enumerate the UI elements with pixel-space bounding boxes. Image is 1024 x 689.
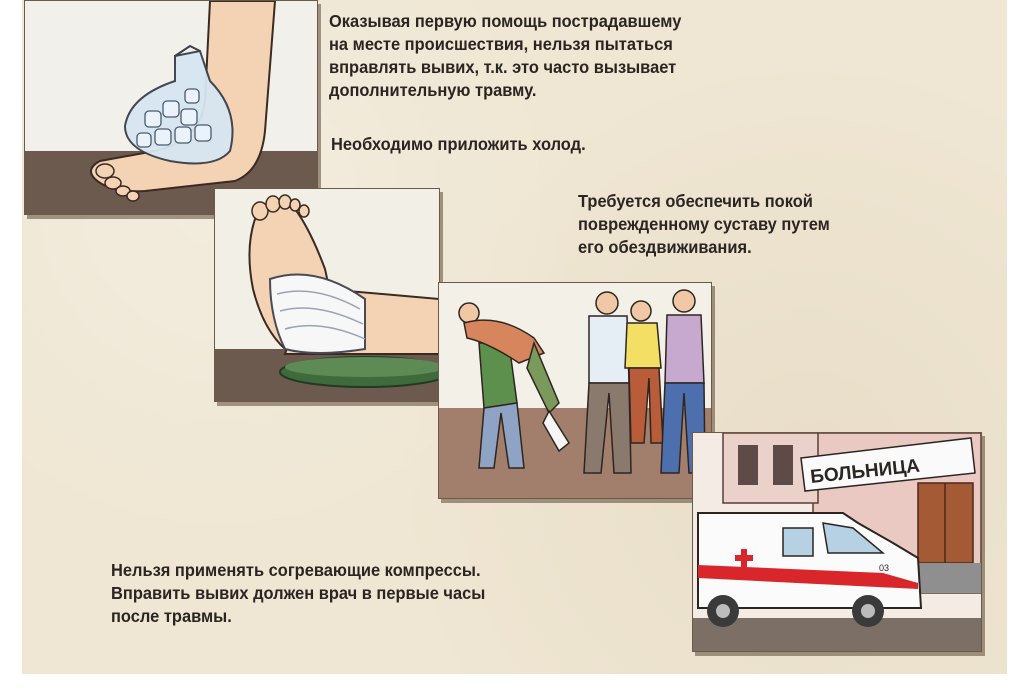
apply-cold-text: Необходимо приложить холод. — [331, 133, 586, 156]
immobilization-line-2: поврежденному суставу путем — [578, 214, 830, 234]
cold-line: Необходимо приложить холод. — [331, 134, 586, 154]
immobilization-line-1: Требуется обеспечить покой — [578, 191, 813, 211]
carrying-victim-illustration — [439, 283, 711, 498]
no-warm-compress-text: Нельзя применять согревающие компрессы. … — [111, 559, 485, 628]
bandaged-ankle-illustration — [215, 189, 439, 401]
compress-line-3: после травмы. — [111, 606, 232, 626]
compress-line-1: Нельзя применять согревающие компрессы. — [111, 560, 481, 580]
panel-hospital: БОЛЬНИЦА 03 — [692, 432, 982, 652]
immobilization-line-3: его обездвиживания. — [578, 237, 752, 257]
hospital-ambulance-illustration: БОЛЬНИЦА 03 — [693, 433, 981, 651]
first-aid-warning-text: Оказывая первую помощь пострадавшему на … — [329, 10, 681, 102]
warning-line-1: Оказывая первую помощь пострадавшему — [329, 11, 682, 31]
warning-line-4: дополнительную травму. — [329, 80, 537, 100]
panel-ice-pack — [24, 0, 318, 215]
immobilization-text: Требуется обеспечить покой поврежденному… — [578, 190, 830, 259]
panel-transport — [438, 282, 712, 499]
warning-line-2: на месте происшествия, нельзя пытаться — [329, 34, 673, 54]
ambulance-number: 03 — [879, 563, 889, 573]
panel-immobilization — [214, 188, 440, 402]
compress-line-2: Вправить вывих должен врач в первые часы — [111, 583, 486, 603]
warning-line-3: вправлять вывих, т.к. это часто вызывает — [329, 57, 677, 77]
foot-ice-illustration — [25, 1, 317, 214]
